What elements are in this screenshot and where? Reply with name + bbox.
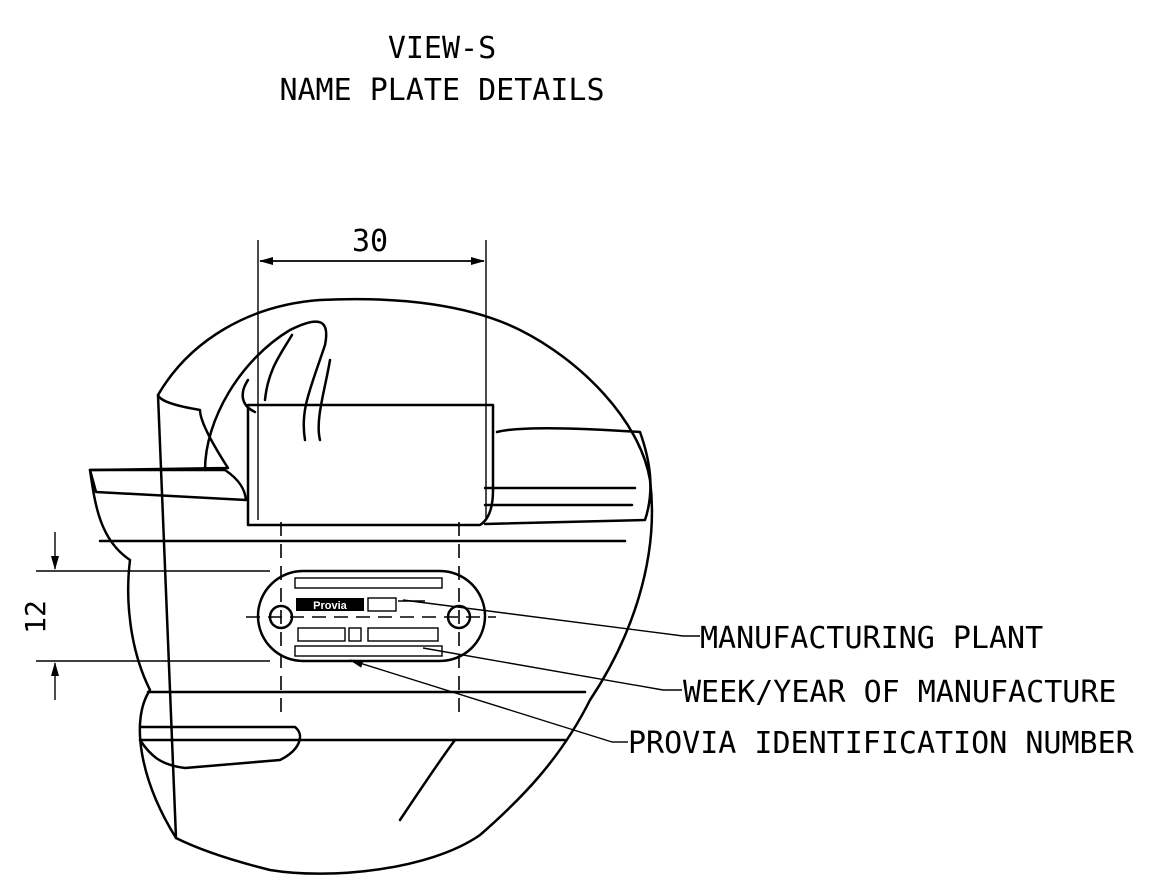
view-subtitle: NAME PLATE DETAILS	[279, 73, 604, 108]
width-dimension: 30	[259, 224, 485, 265]
width-value: 30	[352, 224, 388, 259]
provia-logo-text: Provia	[313, 600, 348, 612]
body-lines	[98, 539, 627, 822]
center-block	[246, 403, 495, 527]
height-value: 12	[19, 600, 52, 634]
shoulders	[88, 426, 652, 526]
week-separator-field	[348, 627, 362, 642]
plant-field	[367, 597, 397, 612]
name-plate: Provia	[256, 569, 487, 663]
height-dimension: 12	[19, 532, 270, 700]
week-field	[297, 627, 346, 642]
callout-provia-id: PROVIA IDENTIFICATION NUMBER	[628, 726, 1135, 761]
id-number-field	[294, 645, 443, 657]
leaders	[349, 599, 700, 743]
right-rivet-icon	[446, 604, 472, 630]
provia-logo-box	[296, 598, 364, 611]
year-field	[367, 627, 439, 642]
plate-top-field	[294, 577, 443, 589]
callout-week-year: WEEK/YEAR OF MANUFACTURE	[683, 675, 1116, 710]
callout-manufacturing-plant: MANUFACTURING PLANT	[700, 621, 1043, 656]
housing-outline	[88, 297, 654, 875]
left-rivet-icon	[268, 604, 294, 630]
view-title: VIEW-S	[388, 31, 496, 66]
